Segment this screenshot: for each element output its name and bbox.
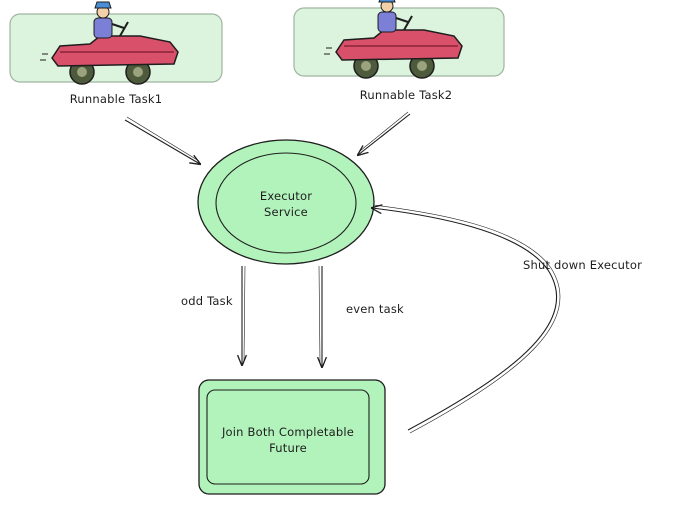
edge-shutdown-label: Shut down Executor <box>523 258 643 272</box>
executor-label-line2: Service <box>264 205 308 219</box>
edge-task1-executor <box>124 116 200 164</box>
executor-label-line1: Executor <box>259 189 313 203</box>
edge-task2-executor <box>358 111 411 155</box>
task2-label: Runnable Task2 <box>359 88 453 102</box>
join-label-line1: Join Both Completable <box>221 425 355 439</box>
join-label-line2: Future <box>269 441 307 455</box>
executor-label: Executor Service <box>226 188 346 220</box>
task1-label: Runnable Task1 <box>69 92 163 106</box>
task1-node[interactable] <box>9 1 223 85</box>
edge-even-label: even task <box>346 302 404 316</box>
join-node[interactable] <box>198 379 386 495</box>
executor-node[interactable] <box>197 139 375 265</box>
task2-node[interactable] <box>293 0 505 79</box>
edge-shutdown <box>372 205 561 434</box>
join-label: Join Both Completable Future <box>204 424 372 456</box>
edge-even <box>319 265 322 367</box>
edge-odd-label: odd Task <box>181 294 233 308</box>
edge-odd <box>242 265 245 365</box>
